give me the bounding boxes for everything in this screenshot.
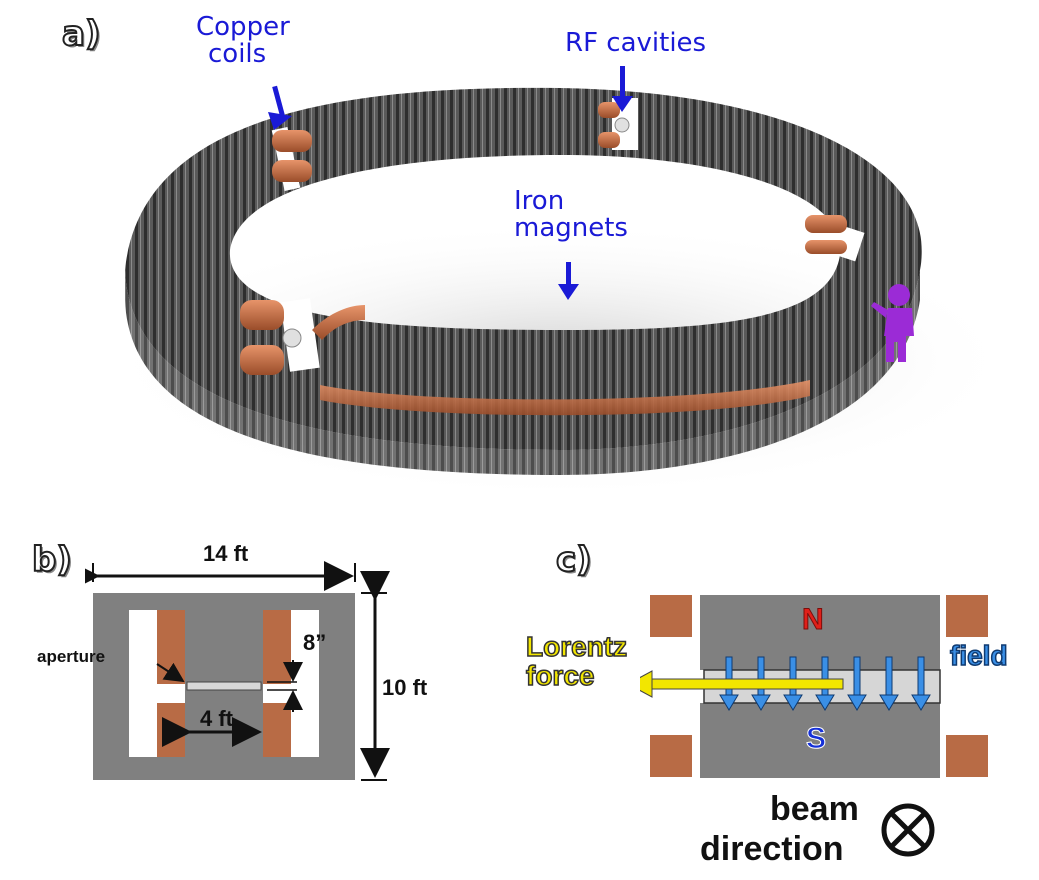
accelerator-ring-illustration <box>100 66 1020 500</box>
lorentz-force-label: Lorentz force <box>525 631 628 692</box>
rf-cavities-label: RF cavities <box>565 28 707 58</box>
coil-end-right <box>805 215 847 254</box>
arrow-iron-magnets <box>558 262 579 300</box>
aperture-label: aperture <box>37 647 106 666</box>
coil-top-left <box>650 595 692 637</box>
coil-end-top-right <box>598 102 630 148</box>
panel-c-label: c) <box>555 539 593 581</box>
arrow-rf-cavities <box>612 66 633 112</box>
coil-end-left <box>240 300 365 375</box>
aperture-height-label: 8” <box>303 630 327 655</box>
coil-upper-right <box>263 610 291 684</box>
north-pole <box>700 595 940 670</box>
coil-lower-left <box>157 703 185 757</box>
beam-direction-icon <box>881 803 935 857</box>
panel-b-label: b) <box>31 539 73 581</box>
magnet-cross-section-diagram <box>85 561 390 781</box>
coil-bottom-right <box>946 735 988 777</box>
person-scale-figure <box>871 284 914 362</box>
field-arrow <box>815 656 835 711</box>
lorentz-force-diagram <box>640 595 988 778</box>
north-pole-label: N <box>802 603 825 637</box>
width-label: 14 ft <box>203 541 249 566</box>
coil-bottom-left <box>650 735 692 777</box>
coil-top-right <box>946 595 988 637</box>
copper-coil-stripe <box>320 380 810 416</box>
field-arrow <box>879 656 899 711</box>
south-pole <box>700 703 940 778</box>
iron-magnet-ring <box>125 87 922 450</box>
iron-magnets-label: Iron magnets <box>514 186 628 244</box>
field-arrow <box>847 656 867 711</box>
lorentz-force-arrow <box>640 670 844 698</box>
beam-label: beam <box>770 790 859 828</box>
gap-label: 4 ft <box>200 706 233 731</box>
field-arrow <box>751 656 771 711</box>
panel-a-label: a) <box>61 13 102 55</box>
field-arrow <box>911 656 931 711</box>
coil-end-top-left <box>272 130 312 182</box>
height-label: 10 ft <box>382 675 428 700</box>
aperture-gap <box>186 681 262 691</box>
field-arrows <box>719 656 931 711</box>
copper-coils-label: Copper coils <box>196 12 290 70</box>
field-arrow <box>783 656 803 711</box>
direction-label: direction <box>700 830 844 868</box>
arrow-copper-coils <box>268 85 292 130</box>
aperture-pointer <box>156 662 185 683</box>
south-pole-label: S <box>805 722 827 756</box>
field-arrow <box>719 656 739 711</box>
coil-lower-right <box>263 703 291 757</box>
field-label: field <box>949 639 1008 672</box>
